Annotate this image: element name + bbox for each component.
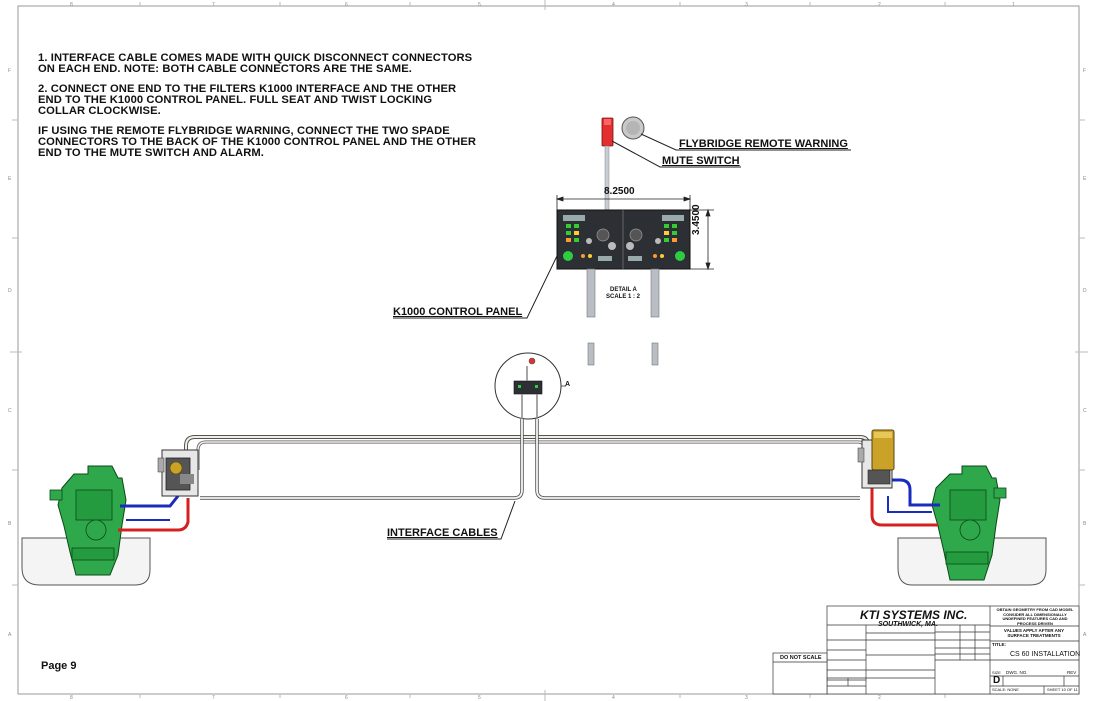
height-dimension — [690, 208, 714, 271]
width-dimension-value: 8.2500 — [604, 186, 635, 197]
zone-bottom-8: 8 — [70, 695, 73, 701]
scale-label: SCALE: NONE — [992, 687, 1019, 692]
zone-right-F: F — [1083, 68, 1086, 74]
zone-right-A: A — [1083, 632, 1087, 638]
left-filter-assembly — [157, 449, 199, 497]
page-number: Page 9 — [41, 660, 77, 672]
zone-top-5: 5 — [478, 2, 481, 8]
size-label: SIZE — [992, 670, 1001, 675]
do-not-scale: DO NOT SCALE — [780, 655, 822, 661]
size-value: D — [993, 675, 1001, 686]
right-engine — [931, 465, 1007, 581]
zone-bottom-6: 6 — [345, 695, 348, 701]
sheet-border — [17, 5, 1080, 695]
zone-left-B: B — [8, 521, 12, 527]
drawing-title: CS 60 INSTALLATION — [1010, 651, 1081, 658]
k1000-control-panel-label: K1000 CONTROL PANEL — [393, 306, 523, 318]
k1000-control-panel — [556, 209, 691, 270]
interface-cables-label: INTERFACE CABLES — [387, 527, 498, 539]
detail-a-scale: SCALE 1 : 2 — [606, 294, 641, 300]
zone-right-B: B — [1083, 521, 1087, 527]
note-2: 2. CONNECT ONE END TO THE FILTERS K1000 … — [38, 83, 457, 117]
mute-switch — [601, 117, 614, 215]
title-block-left-stub — [772, 652, 866, 695]
zone-bottom-2: 2 — [878, 695, 881, 701]
zone-right-C: C — [1083, 408, 1087, 414]
right-filter-assembly — [857, 429, 895, 489]
right-fuel-lines — [870, 478, 940, 527]
zone-left-D: D — [8, 288, 12, 294]
zone-top-1: 1 — [1012, 2, 1015, 8]
note-3: IF USING THE REMOTE FLYBRIDGE WARNING, C… — [38, 125, 477, 159]
zone-right-D: D — [1083, 288, 1087, 294]
zone-labels: 8 7 6 5 4 3 2 1 8 7 6 5 4 3 2 F E D C B … — [8, 2, 1087, 701]
mute-switch-label: MUTE SWITCH — [662, 155, 740, 167]
panel-cables — [586, 268, 660, 366]
zone-left-E: E — [8, 176, 12, 182]
dwg-no-label: DWG. NO. — [1006, 670, 1028, 675]
zone-left-F: F — [8, 68, 11, 74]
flybridge-warning-alarm — [621, 116, 645, 140]
interface-cables-leader — [387, 500, 516, 540]
zone-top-3: 3 — [745, 2, 748, 8]
title-label: TITLE: — [992, 642, 1006, 647]
zone-right-E: E — [1083, 176, 1087, 182]
zone-top-6: 6 — [345, 2, 348, 8]
control-panel-leader — [393, 255, 558, 319]
zone-ticks — [10, 0, 1088, 701]
company-location: SOUTHWICK, MA. — [878, 621, 938, 628]
values-note: VALUES APPLY AFTER ANY SURFACE TREATMENT… — [1003, 628, 1065, 638]
interface-cable-top — [184, 435, 870, 470]
zone-top-7: 7 — [212, 2, 215, 8]
note-1: 1. INTERFACE CABLE COMES MADE WITH QUICK… — [38, 52, 473, 75]
detail-marker-a: A — [565, 381, 571, 388]
zone-bottom-4: 4 — [612, 695, 615, 701]
company-name: KTI SYSTEMS INC. — [860, 608, 968, 622]
height-dimension-value: 3.4500 — [691, 204, 702, 235]
rev-label: REV — [1067, 670, 1077, 675]
geometry-note: OBTAIN GEOMETRY FROM CAD MODEL CONSIDER … — [996, 607, 1074, 626]
flybridge-leader — [640, 133, 851, 151]
detail-circle — [494, 352, 566, 420]
zone-bottom-3: 3 — [745, 695, 748, 701]
detail-a-label: DETAIL A — [610, 287, 637, 293]
zone-left-C: C — [8, 408, 12, 414]
interface-cable-center — [200, 419, 860, 500]
flybridge-remote-warning-label: FLYBRIDGE REMOTE WARNING — [679, 138, 848, 150]
sheet-label: SHEET 10 OF 11 — [1047, 687, 1078, 692]
zone-top-8: 8 — [70, 2, 73, 8]
zone-bottom-7: 7 — [212, 695, 215, 701]
zone-left-A: A — [8, 632, 12, 638]
title-block — [826, 605, 1080, 695]
zone-top-2: 2 — [878, 2, 881, 8]
left-engine — [49, 465, 127, 576]
zone-bottom-5: 5 — [478, 695, 481, 701]
left-fuel-lines — [118, 495, 190, 532]
mute-leader — [611, 140, 741, 168]
width-dimension — [555, 195, 692, 212]
zone-top-4: 4 — [612, 2, 615, 8]
